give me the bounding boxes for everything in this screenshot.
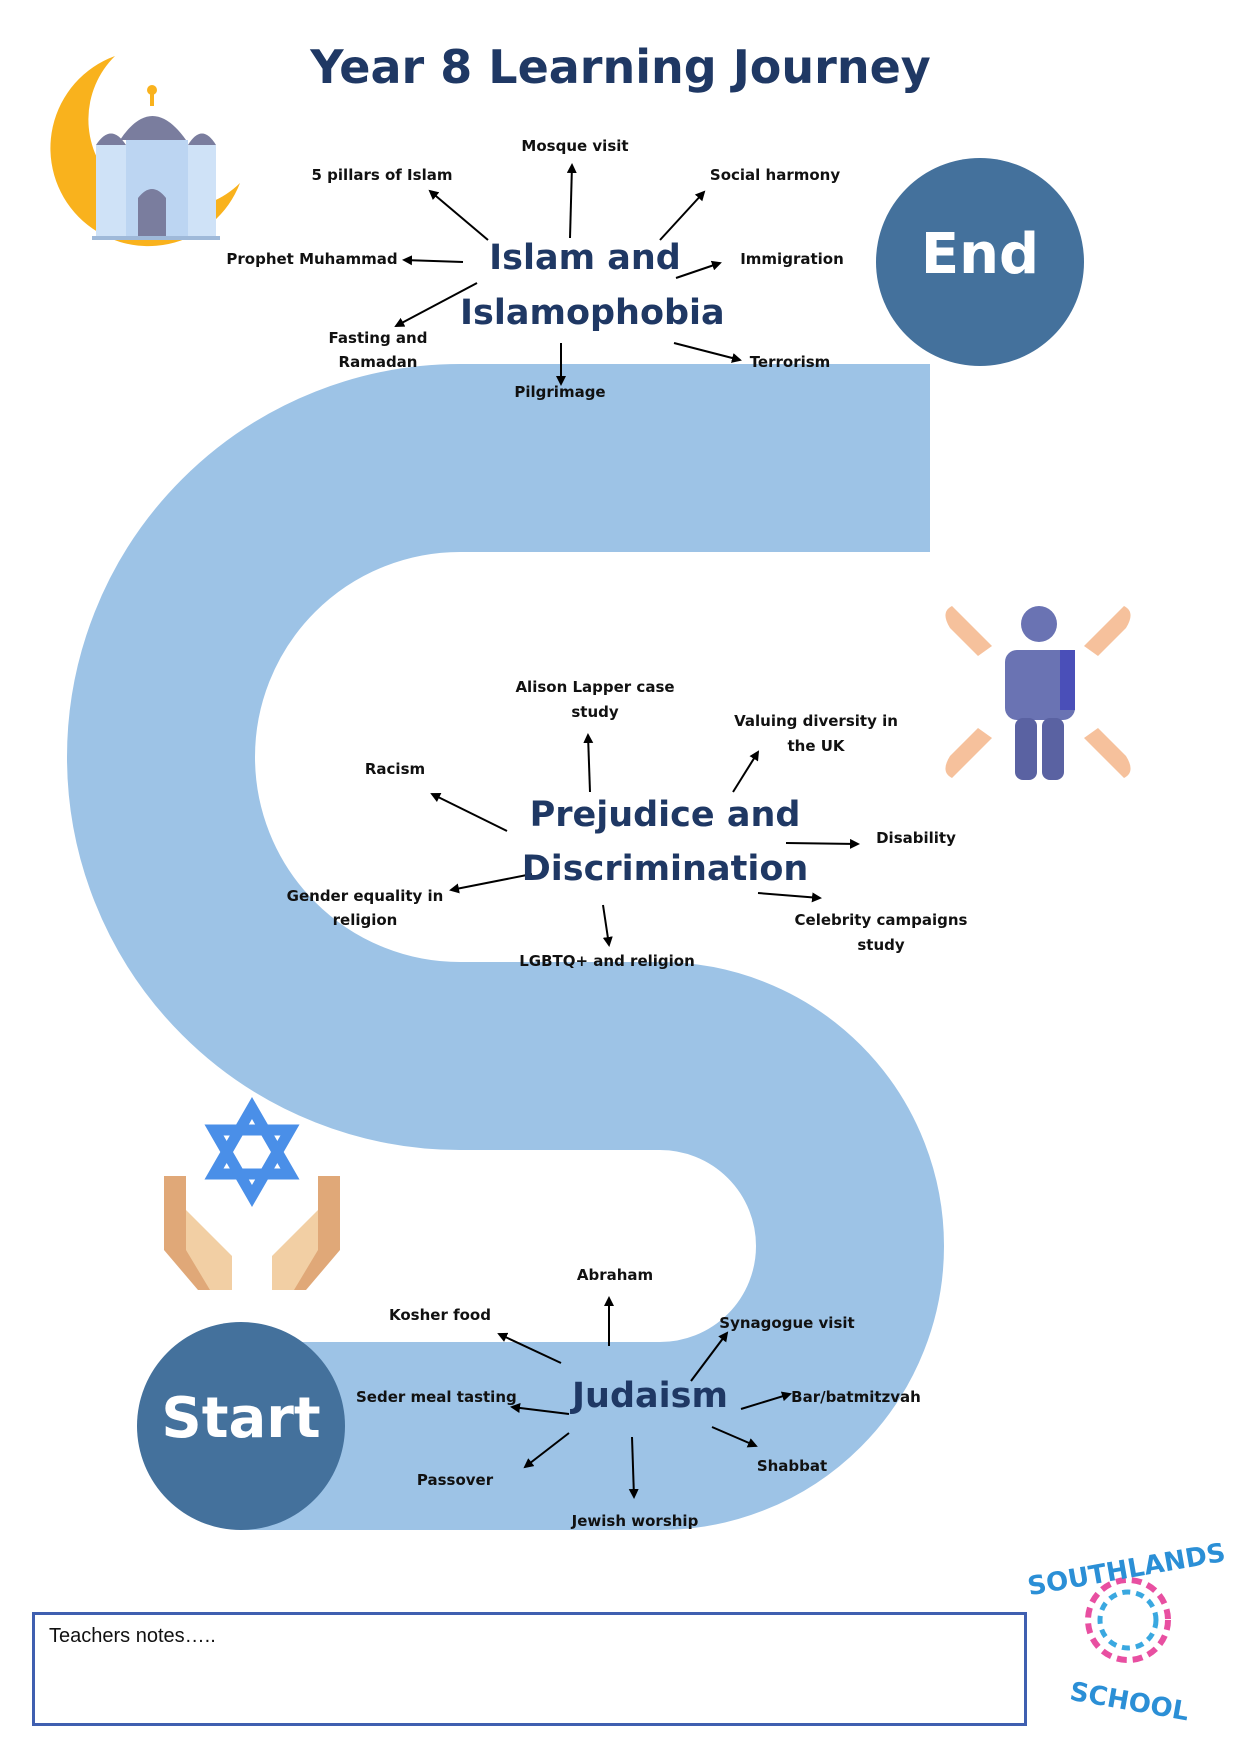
item-pilgrimage: Pilgrimage bbox=[514, 383, 606, 401]
svg-text:SCHOOL: SCHOOL bbox=[1068, 1677, 1192, 1727]
item-alison-lapper-line1: Alison Lapper case bbox=[515, 678, 675, 696]
prejudice-arrows bbox=[430, 733, 860, 947]
item-valuing-diversity-line1: Valuing diversity in bbox=[734, 712, 898, 730]
item-celebrity-campaigns-line2: study bbox=[857, 936, 905, 954]
judaism-arrows bbox=[497, 1296, 792, 1499]
item-alison-lapper-line2: study bbox=[571, 703, 619, 721]
page-title: Year 8 Learning Journey bbox=[310, 40, 931, 94]
item-shabbat: Shabbat bbox=[756, 1457, 828, 1475]
teachers-notes-box[interactable]: Teachers notes….. bbox=[32, 1612, 1027, 1726]
end-label: End bbox=[920, 222, 1040, 287]
item-abraham: Abraham bbox=[576, 1266, 654, 1284]
topic-islam-line2: Islamophobia bbox=[460, 293, 725, 333]
item-jewish-worship: Jewish worship bbox=[571, 1512, 699, 1530]
item-disability: Disability bbox=[876, 829, 956, 847]
journey-path bbox=[67, 364, 944, 1530]
star-of-david-hands-icon bbox=[164, 1096, 340, 1290]
teachers-notes-label: Teachers notes….. bbox=[49, 1625, 216, 1647]
end-circle bbox=[876, 158, 1084, 366]
start-circle bbox=[137, 1322, 345, 1530]
item-passover: Passover bbox=[416, 1471, 494, 1489]
item-prophet-muhammad: Prophet Muhammad bbox=[226, 250, 398, 268]
topic-judaism: Judaism bbox=[572, 1376, 728, 1416]
start-label: Start bbox=[161, 1386, 321, 1451]
topic-prejudice-line2: Discrimination bbox=[521, 849, 809, 889]
item-fasting-line2: Ramadan bbox=[338, 353, 418, 371]
item-mosque-visit: Mosque visit bbox=[521, 137, 629, 155]
item-synagogue-visit: Synagogue visit bbox=[719, 1314, 855, 1332]
item-gender-equality-line1: Gender equality in bbox=[286, 887, 444, 905]
item-lgbtq-religion: LGBTQ+ and religion bbox=[519, 952, 695, 970]
item-5-pillars: 5 pillars of Islam bbox=[311, 166, 453, 184]
item-seder-meal: Seder meal tasting bbox=[356, 1388, 517, 1406]
item-valuing-diversity-line2: the UK bbox=[787, 737, 845, 755]
item-immigration: Immigration bbox=[740, 250, 844, 268]
mosque-crescent-icon bbox=[50, 56, 240, 247]
topic-islam-line1: Islam and bbox=[489, 238, 681, 278]
islam-arrows bbox=[394, 163, 742, 386]
item-celebrity-campaigns-line1: Celebrity campaigns bbox=[794, 911, 968, 929]
item-gender-equality-line2: religion bbox=[332, 911, 398, 929]
southlands-school-logo: SOUTHLANDS SCHOOL bbox=[1025, 1538, 1227, 1727]
item-fasting-line1: Fasting and bbox=[328, 329, 428, 347]
topic-prejudice-line1: Prejudice and bbox=[529, 795, 801, 835]
person-inclusion-icon bbox=[945, 606, 1131, 780]
item-bar-batmitzvah: Bar/batmitzvah bbox=[791, 1388, 921, 1406]
item-racism: Racism bbox=[364, 760, 426, 778]
item-kosher-food: Kosher food bbox=[389, 1306, 491, 1324]
item-terrorism: Terrorism bbox=[749, 353, 831, 371]
item-social-harmony: Social harmony bbox=[709, 166, 841, 184]
